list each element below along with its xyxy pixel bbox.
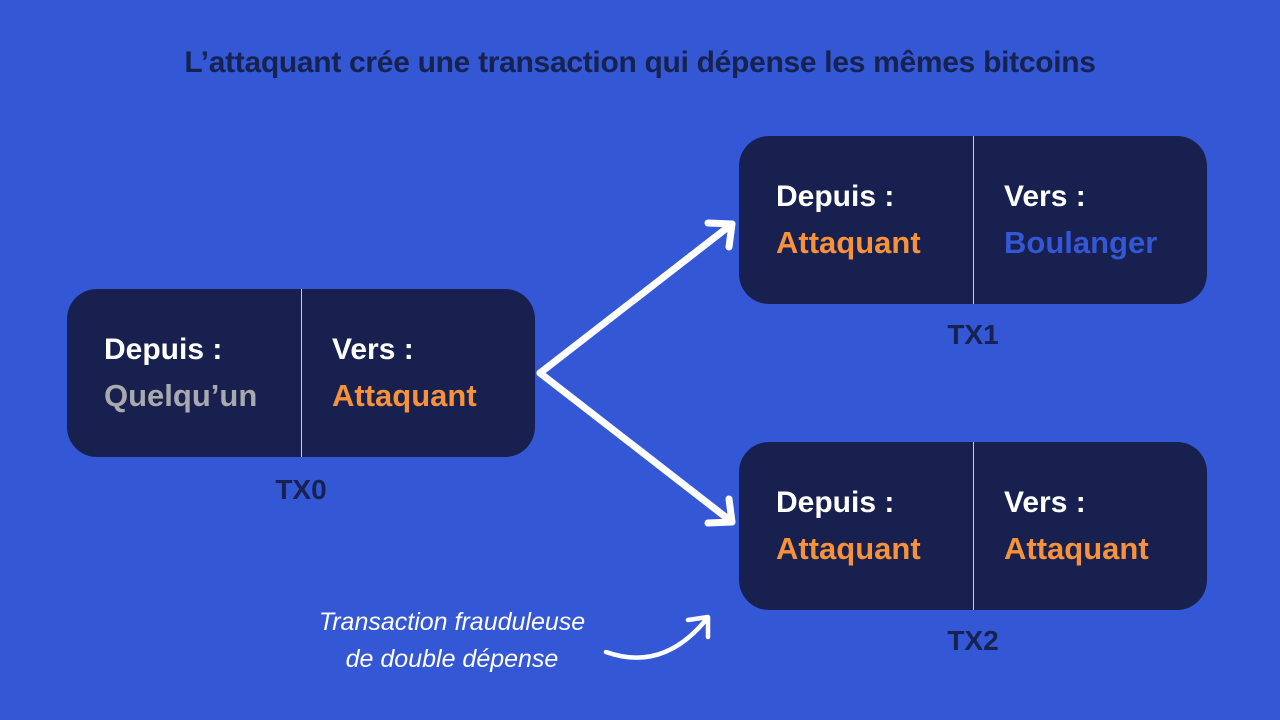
tx0-from-value: Quelqu’un xyxy=(104,378,258,413)
tx1-from: Depuis : Attaquant xyxy=(739,136,973,304)
tx1-from-label: Depuis : xyxy=(776,180,895,213)
tx1-to: Vers : Boulanger xyxy=(973,136,1207,304)
fraud-note-line2: de double dépense xyxy=(345,645,559,673)
tx2-to-label: Vers : xyxy=(1004,486,1086,519)
tx0-label: TX0 xyxy=(275,474,327,505)
tx0-box: Depuis : Quelqu’un Vers : Attaquant xyxy=(67,289,535,457)
diagram-title: L’attaquant crée une transaction qui dép… xyxy=(184,46,1096,79)
tx1-to-label: Vers : xyxy=(1004,180,1086,213)
tx0-to: Vers : Attaquant xyxy=(301,289,535,457)
tx2-from-value: Attaquant xyxy=(776,531,921,566)
tx1-to-value: Boulanger xyxy=(1004,225,1158,260)
tx2-to: Vers : Attaquant xyxy=(973,442,1207,610)
tx0-from-label: Depuis : xyxy=(104,333,223,366)
tx2-from: Depuis : Attaquant xyxy=(739,442,973,610)
tx1-label: TX1 xyxy=(947,319,999,350)
tx0-from: Depuis : Quelqu’un xyxy=(67,289,301,457)
fraud-note: Transaction frauduleuse de double dépens… xyxy=(282,604,622,678)
tx2-to-value: Attaquant xyxy=(1004,531,1149,566)
tx1-box: Depuis : Attaquant Vers : Boulanger xyxy=(739,136,1207,304)
curved-arrow-icon xyxy=(603,614,711,660)
tx2-label: TX2 xyxy=(947,625,999,656)
tx2-box: Depuis : Attaquant Vers : Attaquant xyxy=(739,442,1207,610)
arrow-to-tx2-icon xyxy=(536,369,736,527)
tx0-to-value: Attaquant xyxy=(332,378,477,413)
fraud-note-line1: Transaction frauduleuse xyxy=(318,608,586,636)
tx1-from-value: Attaquant xyxy=(776,225,921,260)
tx0-to-label: Vers : xyxy=(332,333,414,366)
arrow-to-tx1-icon xyxy=(536,219,736,377)
tx2-from-label: Depuis : xyxy=(776,486,895,519)
